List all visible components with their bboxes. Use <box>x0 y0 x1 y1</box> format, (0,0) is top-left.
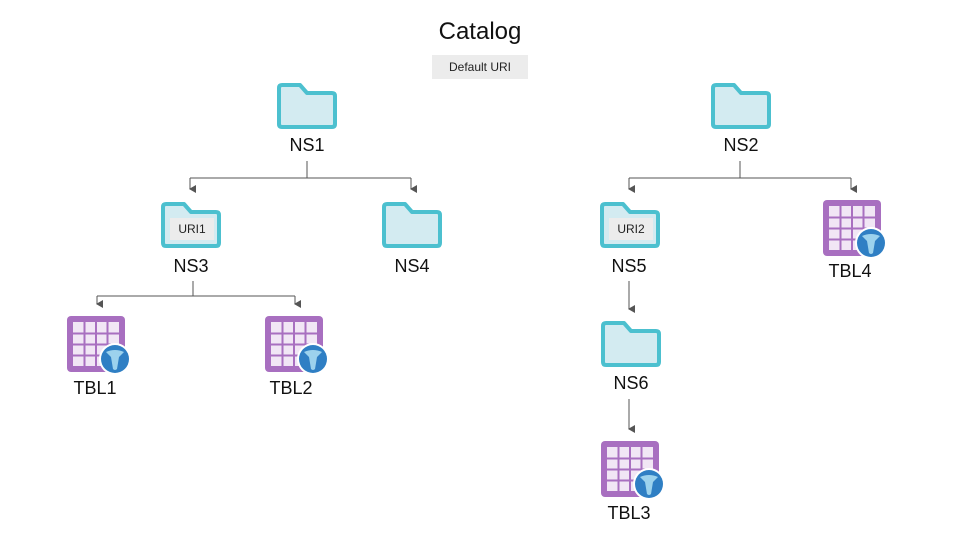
node-ns2-label: NS2 <box>723 135 759 155</box>
node-ns1-label: NS1 <box>289 135 325 155</box>
table-icon <box>823 200 887 259</box>
node-ns5-label: NS5 <box>611 256 647 276</box>
node-ns3-label: NS3 <box>173 256 209 276</box>
node-tbl2-label: TBL2 <box>269 378 313 398</box>
edge-ns1-children <box>189 161 417 193</box>
node-ns2[interactable] <box>710 82 772 135</box>
node-ns4[interactable] <box>381 201 443 254</box>
folder-icon <box>382 202 442 248</box>
table-icon <box>67 316 131 375</box>
node-ns4-label: NS4 <box>394 256 430 276</box>
table-icon <box>601 441 665 500</box>
edge-ns3-children <box>96 281 301 308</box>
table-icon <box>265 316 329 375</box>
folder-icon <box>711 83 771 129</box>
node-tbl3-label: TBL3 <box>607 503 651 523</box>
catalog-title: Catalog <box>438 18 522 45</box>
node-ns5[interactable]: URI2 <box>599 201 661 249</box>
default-uri-badge: Default URI <box>432 55 528 79</box>
node-tbl2[interactable] <box>264 315 330 380</box>
node-ns1[interactable] <box>276 82 338 135</box>
edge-ns2-children <box>628 161 857 193</box>
uri-badge: URI1 <box>170 218 214 240</box>
folder-icon <box>277 83 337 129</box>
folder-icon <box>601 321 661 367</box>
node-tbl1[interactable] <box>66 315 132 380</box>
node-tbl4-label: TBL4 <box>828 261 872 281</box>
node-ns3[interactable]: URI1 <box>160 201 222 249</box>
node-tbl1-label: TBL1 <box>73 378 117 398</box>
node-ns6-label: NS6 <box>613 373 649 393</box>
node-tbl3[interactable] <box>600 440 666 505</box>
uri-badge: URI2 <box>609 218 653 240</box>
node-ns6[interactable] <box>600 320 662 373</box>
node-tbl4[interactable] <box>822 199 888 264</box>
